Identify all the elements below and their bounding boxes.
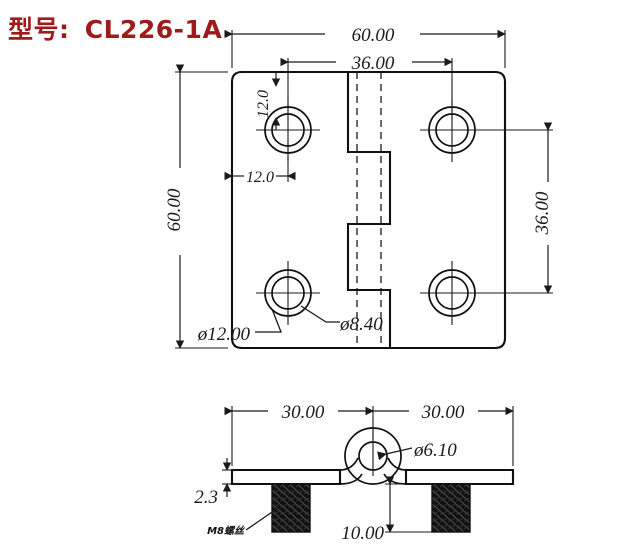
dim-left-half-width-text: 30.00 [281, 402, 325, 423]
hinge-knuckle-profile [346, 72, 392, 348]
dim-hole-spacing-vertical-text: 36.00 [532, 191, 553, 235]
section-plate-left [230, 468, 342, 486]
callout-counterbore-diameter: ø12.00 [197, 308, 282, 345]
dim-overall-height-text: 60.00 [164, 188, 185, 231]
dim-stud-length: 10.00 [341, 476, 432, 544]
callout-pin-hole-diameter: ø6.10 [376, 440, 457, 461]
callout-counterbore-diameter-text: ø12.00 [197, 324, 251, 345]
hole-bottom-left [256, 261, 320, 325]
model-number: CL226-1A [84, 15, 223, 44]
section-plate-right [404, 468, 515, 486]
page-title: 型号: CL226-1A [8, 10, 222, 46]
stud-left [271, 483, 311, 533]
hinge-plate-outline [230, 70, 507, 350]
dim-overall-width-text: 60.00 [352, 25, 395, 46]
title-label: 型号: [8, 15, 70, 44]
dim-left-half-width: 30.00 [224, 402, 374, 466]
dim-right-half-width: 30.00 [365, 402, 514, 466]
callout-through-hole-diameter: ø8.40 [300, 305, 383, 335]
dim-overall-height: 60.00 [164, 64, 228, 349]
dim-stud-length-text: 10.00 [341, 523, 384, 544]
dim-plate-thickness: 2.3 [194, 458, 236, 508]
dim-edge-offset-top-text: 12.0 [255, 90, 272, 118]
section-knuckle-fillet-left [339, 457, 359, 471]
dim-edge-offset-top: 12.0 [255, 72, 281, 130]
dim-edge-offset-left: 12.0 [224, 140, 296, 186]
section-knuckle-fillet-right [387, 457, 407, 471]
section-knuckle-fillet-right-lower [383, 473, 407, 485]
stud-right [431, 483, 471, 533]
callout-stud-thread: M8螺丝 [207, 507, 279, 537]
dim-plate-thickness-text: 2.3 [194, 487, 218, 508]
dim-overall-width: 60.00 [224, 25, 506, 68]
callout-pin-hole-diameter-text: ø6.10 [413, 440, 457, 461]
dim-hole-spacing-horizontal: 36.00 [280, 53, 453, 120]
front-view-group: 60.00 36.00 12.0 12.0 [164, 25, 553, 350]
dim-hole-spacing-vertical: 36.00 [462, 122, 553, 294]
dim-hole-spacing-horizontal-text: 36.00 [351, 53, 395, 74]
dim-edge-offset-left-text: 12.0 [246, 169, 274, 186]
callout-stud-thread-text: M8螺丝 [207, 525, 246, 537]
callout-through-hole-diameter-text: ø8.40 [339, 314, 383, 335]
dim-right-half-width-text: 30.00 [421, 402, 465, 423]
section-knuckle-fillet-left-lower [339, 473, 363, 485]
section-view-group: 30.00 30.00 ø6.10 2.3 [194, 402, 515, 544]
